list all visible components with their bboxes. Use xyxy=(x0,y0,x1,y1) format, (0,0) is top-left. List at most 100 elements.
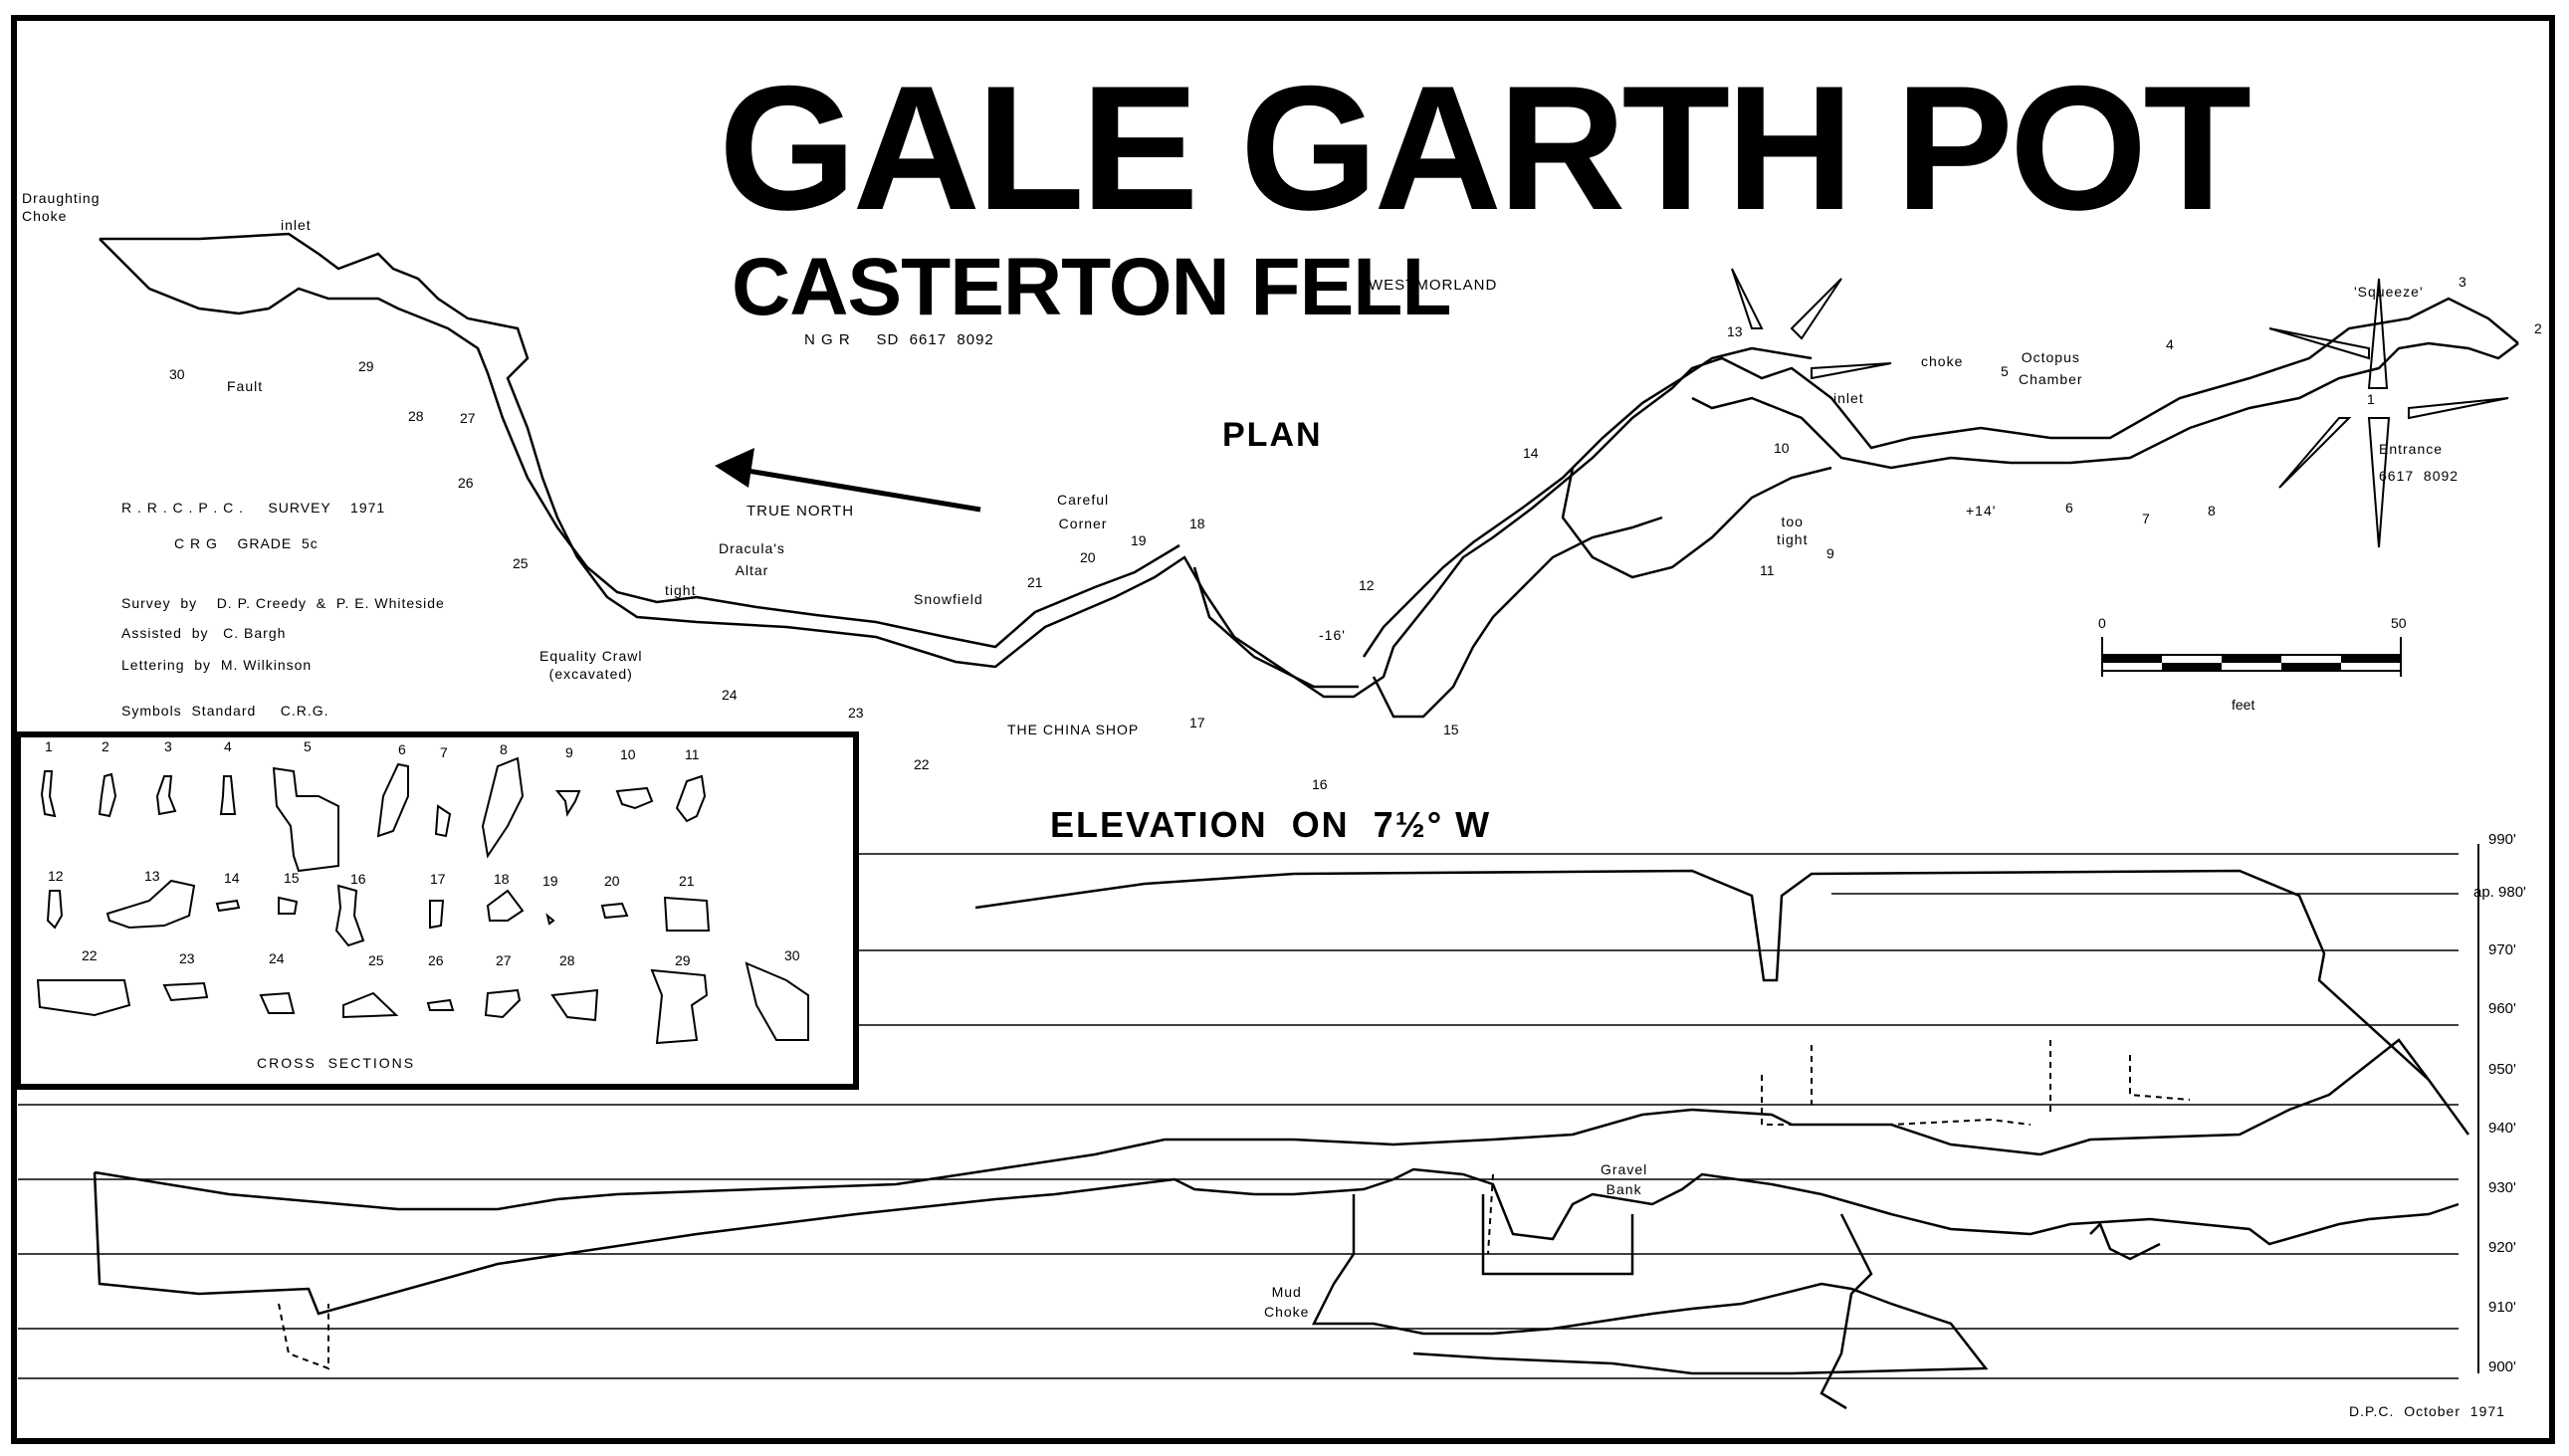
elev-920: 920' xyxy=(2488,1239,2516,1256)
station-22: 22 xyxy=(914,756,930,772)
elev-950: 950' xyxy=(2488,1061,2516,1078)
label-squeeze: 'Squeeze' xyxy=(2354,284,2424,300)
sheet-frame xyxy=(11,15,2555,1444)
credit-symbols: Symbols Standard C.R.G. xyxy=(121,703,329,719)
xsec-label-27: 27 xyxy=(496,952,512,968)
xsec-label-20: 20 xyxy=(604,873,620,889)
credit-grade: C R G GRADE 5c xyxy=(174,535,319,551)
label-draculas-altar: Dracula's Altar xyxy=(719,540,785,578)
scale-bar-unit: feet xyxy=(2232,697,2255,713)
xsec-label-14: 14 xyxy=(224,870,240,886)
station-21: 21 xyxy=(1027,574,1043,590)
credit-survey: R . R . C . P . C . SURVEY 1971 xyxy=(121,500,386,516)
station-26: 26 xyxy=(458,475,474,491)
cross-sections-box xyxy=(15,731,859,1090)
station-11: 11 xyxy=(1760,562,1775,578)
footer-credit: D.P.C. October 1971 xyxy=(2349,1403,2505,1419)
xsec-label-29: 29 xyxy=(675,952,691,968)
label-too-tight: too tight xyxy=(1777,514,1809,547)
station-2: 2 xyxy=(2534,320,2542,336)
elev-990: 990' xyxy=(2488,831,2516,848)
ngr-label: N G R SD 6617 8092 xyxy=(804,331,994,348)
xsec-label-8: 8 xyxy=(500,741,508,757)
station-10: 10 xyxy=(1774,440,1790,456)
station-13: 13 xyxy=(1727,323,1743,339)
station-17: 17 xyxy=(1189,715,1205,730)
xsec-label-23: 23 xyxy=(179,950,195,966)
xsec-label-22: 22 xyxy=(82,947,98,963)
label-equality-crawl: Equality Crawl (excavated) xyxy=(539,648,643,682)
station-29: 29 xyxy=(358,358,374,374)
elevation-guides xyxy=(18,844,2479,1379)
cross-sections-caption: CROSS SECTIONS xyxy=(257,1055,416,1071)
xsec-label-25: 25 xyxy=(368,952,384,968)
label-draughting-choke: Draughting Choke xyxy=(22,190,101,224)
true-north-label: TRUE NORTH xyxy=(747,503,855,520)
xsec-label-19: 19 xyxy=(542,873,558,889)
label-entrance-ngr: 6617 8092 xyxy=(2379,468,2460,484)
xsec-label-3: 3 xyxy=(164,738,172,754)
xsec-label-24: 24 xyxy=(269,950,285,966)
entrance-rays xyxy=(1731,268,2509,548)
plan-heading: PLAN xyxy=(1222,416,1323,454)
xsec-label-1: 1 xyxy=(45,738,53,754)
station-25: 25 xyxy=(513,555,529,571)
xsec-label-7: 7 xyxy=(440,744,448,760)
xsec-label-15: 15 xyxy=(284,870,300,886)
xsec-label-18: 18 xyxy=(494,871,510,887)
elevation-profile xyxy=(93,869,2470,1410)
xsec-label-26: 26 xyxy=(428,952,444,968)
true-north-arrow xyxy=(715,448,981,513)
elev-960: 960' xyxy=(2488,1000,2516,1017)
county-label: WESTMORLAND xyxy=(1369,277,1498,294)
xsec-label-12: 12 xyxy=(48,868,64,884)
label-minus-16: -16' xyxy=(1319,627,1346,643)
label-mud-choke: Mud Choke xyxy=(1264,1284,1310,1320)
label-careful-corner: Careful Corner xyxy=(1057,492,1110,531)
station-6: 6 xyxy=(2065,500,2073,516)
station-19: 19 xyxy=(1131,532,1147,548)
label-plus-14: +14' xyxy=(1966,503,1997,519)
label-snowfield: Snowfield xyxy=(914,591,983,607)
station-27: 27 xyxy=(460,410,476,426)
label-inlet-east: inlet xyxy=(1833,390,1864,406)
xsec-label-2: 2 xyxy=(102,738,109,754)
station-30: 30 xyxy=(169,366,185,382)
credit-assisted: Assisted by C. Bargh xyxy=(121,625,287,641)
label-china-shop: THE CHINA SHOP xyxy=(1007,722,1140,737)
station-24: 24 xyxy=(722,687,738,703)
xsec-label-5: 5 xyxy=(304,738,312,754)
map-subtitle: CASTERTON FELL xyxy=(732,242,1451,332)
scale-bar-end: 50 xyxy=(2391,615,2407,631)
station-14: 14 xyxy=(1523,445,1539,461)
xsec-label-30: 30 xyxy=(784,947,800,963)
elev-980: ap. 980' xyxy=(2473,884,2526,901)
label-fault: Fault xyxy=(227,378,264,394)
station-4: 4 xyxy=(2166,336,2174,352)
xsec-label-4: 4 xyxy=(224,738,232,754)
station-12: 12 xyxy=(1359,577,1375,593)
xsec-label-9: 9 xyxy=(565,744,573,760)
station-8: 8 xyxy=(2208,503,2216,519)
station-23: 23 xyxy=(848,705,864,721)
elev-930: 930' xyxy=(2488,1179,2516,1196)
credit-surveyors: Survey by D. P. Creedy & P. E. Whiteside xyxy=(121,595,445,611)
label-inlet-west: inlet xyxy=(281,217,312,233)
station-18: 18 xyxy=(1189,516,1205,531)
station-9: 9 xyxy=(1826,545,1834,561)
xsec-label-10: 10 xyxy=(620,746,636,762)
label-choke: choke xyxy=(1921,353,1964,369)
station-7: 7 xyxy=(2142,511,2150,526)
xsec-label-16: 16 xyxy=(350,871,366,887)
label-tight: tight xyxy=(665,582,697,598)
scale-bar xyxy=(2101,637,2402,677)
station-20: 20 xyxy=(1080,549,1096,565)
elev-900: 900' xyxy=(2488,1358,2516,1375)
map-title: GALE GARTH POT xyxy=(719,49,2251,247)
xsec-label-21: 21 xyxy=(679,873,695,889)
label-octopus-chamber: Octopus Chamber xyxy=(2019,349,2083,387)
xsec-label-11: 11 xyxy=(685,746,700,762)
plan-passage xyxy=(99,232,2519,719)
xsec-label-28: 28 xyxy=(559,952,575,968)
